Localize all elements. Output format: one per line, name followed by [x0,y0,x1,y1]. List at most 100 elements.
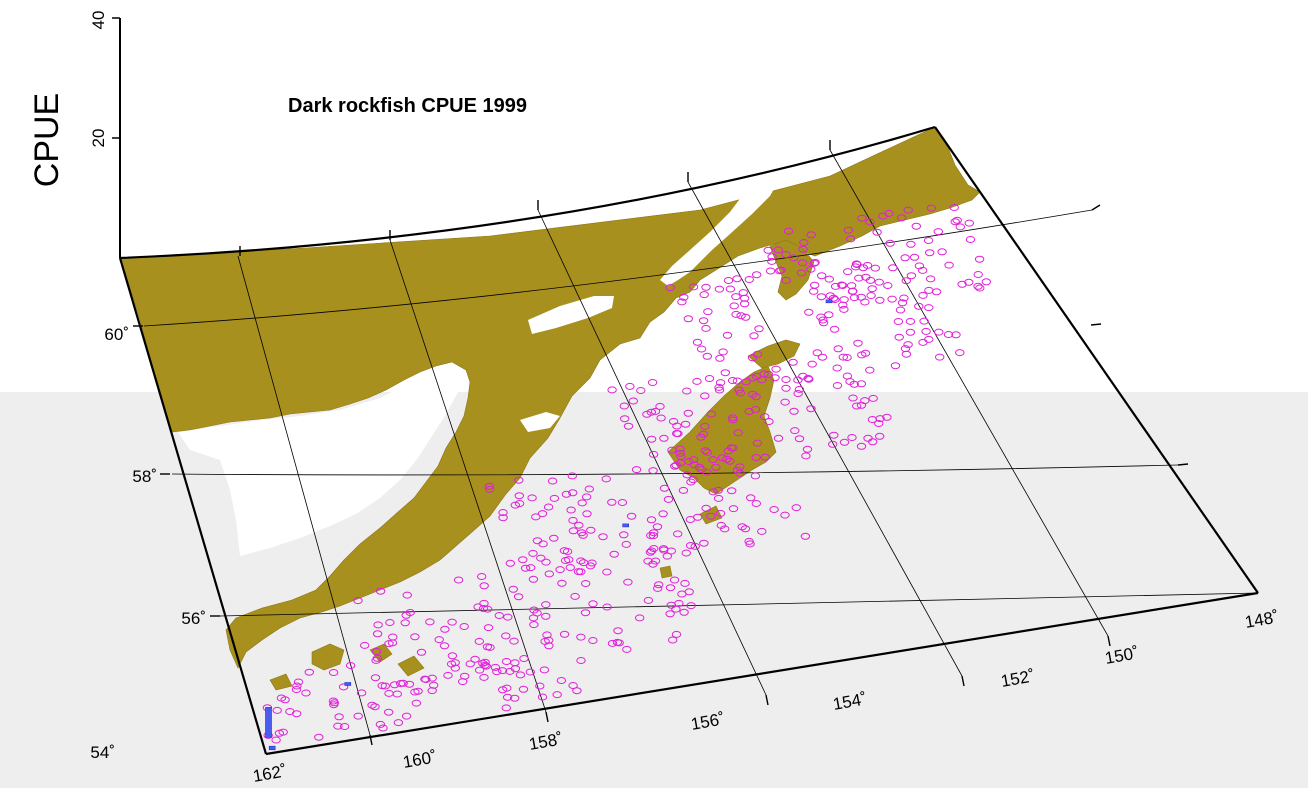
lon-label-152: 152˚ [999,666,1036,691]
station-marker [559,630,570,638]
station-marker [718,348,728,356]
station-marker [817,272,827,280]
station-marker [964,278,974,286]
station-marker [547,477,558,485]
station-marker [526,564,536,572]
station-marker [636,387,646,394]
station-marker [699,291,709,299]
station-marker [888,264,898,272]
station-marker [646,547,657,555]
station-marker [748,390,758,398]
station-marker [949,204,959,211]
station-marker [393,719,404,727]
station-marker [874,278,884,286]
station-marker [649,529,659,537]
station-marker [711,463,721,471]
station-marker [798,245,808,253]
station-marker [901,350,912,358]
station-marker [543,503,554,511]
lat-label-60: 60˚ [104,325,129,344]
station-marker [370,703,380,711]
station-marker [673,430,683,438]
station-marker [480,658,490,666]
station-marker [981,278,991,286]
station-marker [612,638,623,646]
station-marker [794,435,805,443]
station-marker [680,420,691,428]
station-marker [838,301,848,309]
station-marker [658,545,669,553]
station-marker [529,621,539,629]
station-marker [402,591,412,599]
station-marker [750,406,761,413]
station-marker [887,295,897,303]
station-marker [582,510,592,518]
station-marker [505,559,515,567]
station-marker [714,386,725,394]
station-marker [566,506,576,514]
station-marker [853,339,863,347]
station-marker [353,712,363,720]
lon-label-150: 150˚ [1103,643,1140,668]
station-marker [715,379,726,387]
station-marker [923,237,934,244]
station-marker [973,282,983,290]
station-marker [400,619,410,627]
station-marker [797,259,808,267]
station-marker [848,394,858,402]
station-marker [706,410,716,418]
station-marker [706,512,716,520]
station-marker [580,609,591,617]
station-marker [838,353,848,361]
station-marker [567,472,577,480]
station-marker [528,549,538,557]
station-marker [410,688,420,696]
station-marker [852,402,862,410]
station-marker [515,671,526,679]
station-marker [685,542,696,549]
station-marker [934,328,944,336]
station-marker [578,531,588,539]
meridian-152 [829,149,1109,637]
station-marker [832,382,843,389]
station-marker [731,293,741,301]
station-marker [683,409,693,417]
station-marker [744,537,754,545]
station-marker [673,530,683,538]
station-marker [847,287,858,295]
station-marker [647,379,658,386]
mainland-alaska [119,126,981,669]
station-marker [345,662,356,669]
station-marker [291,686,302,693]
station-marker [536,554,546,562]
station-marker [646,408,656,416]
station-marker [846,235,856,243]
station-marker [760,413,770,421]
station-marker [704,375,715,382]
station-marker [568,489,578,497]
station-marker [494,612,504,619]
station-marker [518,685,529,693]
station-marker [744,408,754,415]
station-marker [943,331,954,338]
station-marker [701,504,711,512]
station-marker [650,557,661,565]
station-marker [684,588,694,596]
station-marker [720,525,730,533]
station-marker [410,633,420,641]
station-marker [765,267,776,275]
tick-marks [133,140,1189,746]
station-marker [373,621,383,629]
station-marker [663,495,674,503]
station-marker [648,450,659,458]
station-marker [405,609,415,616]
station-marker [803,374,813,382]
station-marker [738,289,748,297]
station-marker [465,660,475,668]
station-marker [480,661,490,669]
station-marker [854,274,864,282]
station-marker [568,527,579,535]
station-marker [809,259,819,267]
station-marker [860,397,870,405]
station-marker [847,434,857,441]
